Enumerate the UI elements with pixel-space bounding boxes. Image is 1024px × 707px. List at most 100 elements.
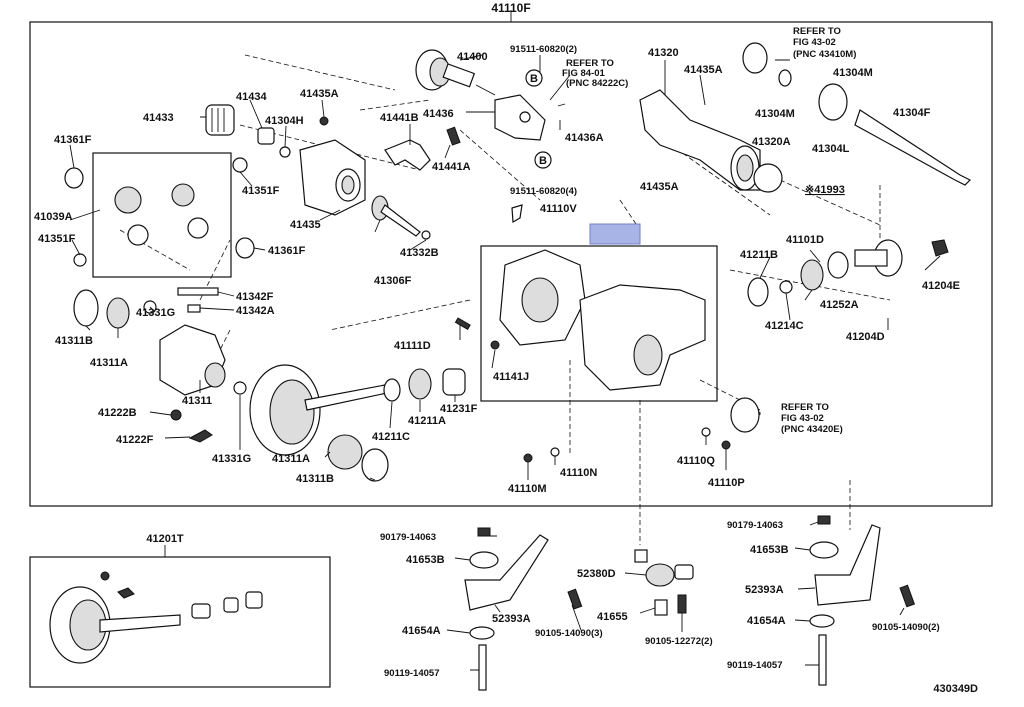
ring-41304h: [279, 146, 291, 158]
label-refer43a: REFER TO: [793, 26, 841, 37]
label-41214c: 41214C: [765, 320, 804, 332]
carrier-subframe: [480, 245, 718, 402]
label-fig84: FIG 84-01: [562, 68, 605, 79]
label-41304m: 41304M: [833, 67, 873, 79]
actuator-41400: [415, 49, 496, 96]
bearing-41434: [257, 127, 275, 145]
label-90119-b: 90119-14057: [727, 660, 782, 671]
label-41441a: 41441A: [432, 161, 471, 173]
label-91511-a: 91511-60820(2): [510, 44, 577, 55]
label-91511-b: 91511-60820(4): [510, 186, 577, 197]
assembly-label: 41110F: [491, 1, 530, 15]
label-41304m-2: 41304M: [755, 108, 795, 120]
label-41320a: 41320A: [752, 136, 791, 148]
label-41306f: 41306F: [374, 275, 412, 287]
washer-41361f-a: [64, 167, 84, 189]
bearing-41311a-a: [106, 297, 130, 329]
breather-41110v: [511, 204, 523, 223]
label-41993: ※41993: [805, 184, 845, 196]
label-41331g-a: 41331G: [136, 307, 175, 319]
washer-41361f-b: [235, 237, 255, 259]
label-41211b: 41211B: [740, 249, 778, 261]
ring-41351f-b: [73, 253, 87, 267]
label-41653b-b: 41653B: [750, 544, 789, 556]
carrier-housing: [579, 284, 706, 391]
seal-43420e: [730, 397, 760, 433]
svg-text:B: B: [530, 73, 538, 85]
gear-subframe: [92, 152, 232, 278]
label-41110p: 41110P: [708, 477, 745, 489]
label-52393a-a: 52393A: [492, 613, 531, 625]
ref-marker-b-top: B: [525, 69, 543, 87]
washer-41331g-b: [233, 381, 247, 395]
label-41252a: 41252A: [820, 299, 859, 311]
shift-fork-41441b: [384, 139, 431, 171]
label-90105-a: 90105-14090(3): [535, 628, 603, 639]
label-90119-a: 90119-14057: [384, 668, 439, 679]
label-41110q: 41110Q: [677, 455, 715, 467]
label-41655: 41655: [597, 611, 628, 623]
label-refer43b: REFER TO: [781, 402, 829, 413]
output-shaft-41304f: [854, 109, 972, 186]
oring-41320a: [753, 163, 783, 193]
label-41204d: 41204D: [846, 331, 885, 343]
ring-41332b: [421, 230, 431, 240]
case-41111d: [499, 249, 586, 346]
label-41311: 41311: [182, 395, 212, 407]
label-90105-b: 90105-12272(2): [645, 636, 713, 647]
label-41654a-b: 41654A: [747, 615, 786, 627]
pin-41441a: [446, 126, 461, 146]
spacer-41231f: [442, 368, 466, 396]
bolt-41435a: [319, 116, 329, 126]
label-41110m: 41110M: [508, 483, 547, 495]
label-41441b: 41441B: [380, 112, 419, 124]
label-41433: 41433: [143, 112, 174, 124]
bearing-41211a: [408, 368, 432, 400]
mount-left: [464, 527, 549, 691]
bearing-41304l: [818, 83, 848, 121]
bearing-41433: [205, 104, 235, 136]
bolt-41222b: [170, 409, 182, 421]
nut-41204e: [931, 239, 949, 257]
highlight-marker: [589, 223, 641, 245]
gasket-41110n: [550, 447, 560, 457]
label-90105-c: 90105-14090(2): [872, 622, 940, 633]
label-41435a-m: 41435A: [640, 181, 679, 193]
gasket-41110q: [701, 427, 711, 437]
diff-gears: [114, 183, 209, 246]
label-41436: 41436: [423, 108, 454, 120]
label-pnc43a: (PNC 43410M): [793, 49, 856, 60]
mount-right: [809, 515, 915, 686]
diff-case-41311: [159, 324, 226, 396]
label-41311b-b: 41311B: [296, 473, 334, 485]
label-41111d: 41111D: [394, 340, 431, 352]
label-41311a-b: 41311A: [272, 453, 310, 465]
ring-gear: [249, 364, 388, 456]
seal-41101d: [827, 251, 849, 279]
plate-41222f: [188, 429, 213, 443]
kit-gears: [49, 571, 263, 664]
label-41435a-top: 41435A: [684, 64, 723, 76]
svg-text:B: B: [539, 155, 547, 167]
ring-41351f-a: [232, 157, 248, 173]
label-41653b-a: 41653B: [406, 554, 445, 566]
label-41654a-a: 41654A: [402, 625, 441, 637]
label-41304h: 41304H: [265, 115, 304, 127]
label-41351f-a: 41351F: [242, 185, 280, 197]
kit-frame: [29, 556, 331, 688]
label-41101d: 41101D: [786, 234, 824, 246]
flange-41204d: [854, 239, 903, 277]
label-90179-b: 90179-14063: [727, 520, 783, 531]
label-52393a-b: 52393A: [745, 584, 784, 596]
diagram-id: 430349D: [933, 683, 978, 695]
label-41110n: 41110N: [560, 467, 597, 479]
label-pnc43b: (PNC 43420E): [781, 424, 843, 435]
label-41361f-a: 41361F: [54, 134, 92, 146]
callout-labels: 41400 91511-60820(2) REFER TO FIG 84-01 …: [34, 26, 960, 679]
label-41231f: 41231F: [440, 403, 478, 415]
bolt-41141j: [490, 340, 500, 350]
extension-housing-41320: [639, 89, 761, 191]
label-41204e: 41204E: [922, 280, 960, 292]
